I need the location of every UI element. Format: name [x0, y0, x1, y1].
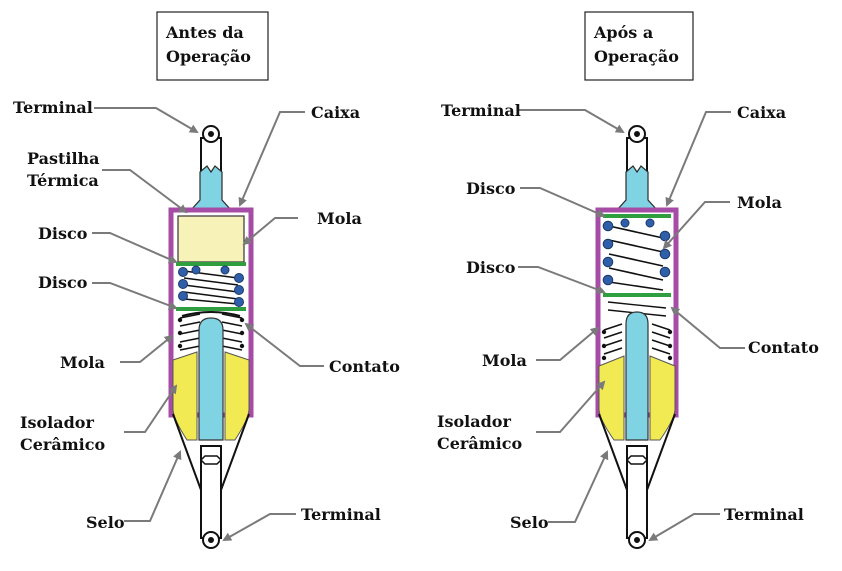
label-isolador-2-after: Cerâmico [437, 434, 522, 453]
title-after-line1: Após a [593, 23, 653, 42]
title-box-after [584, 11, 694, 81]
title-after-line2: Operação [594, 47, 679, 66]
label-disco-1-before: Disco [38, 224, 88, 243]
before-operation-diagram: Antes da Operação [13, 11, 400, 549]
label-terminal-bottom-after: Terminal [724, 505, 804, 524]
ceramic-insulator [172, 351, 250, 441]
label-caixa-before: Caixa [311, 103, 360, 122]
disc-lower [176, 307, 246, 311]
label-pastilha-2-before: Térmica [27, 171, 99, 190]
label-mola-left-after: Mola [482, 351, 527, 370]
label-contato-before: Contato [329, 357, 400, 376]
label-mola-right-before: Mola [317, 209, 362, 228]
label-mola-right-after: Mola [737, 193, 782, 212]
label-terminal-bottom-before: Terminal [301, 505, 381, 524]
seal [172, 413, 250, 491]
label-terminal-top-before: Terminal [13, 98, 93, 117]
terminal-bottom [199, 445, 223, 549]
spring-upper [183, 270, 239, 305]
label-selo-after: Selo [510, 513, 549, 532]
spring-lower-dots [601, 329, 673, 361]
ceramic-insulator [598, 355, 676, 441]
top-conductor [188, 165, 234, 212]
spring-upper [608, 225, 664, 291]
disc-upper [603, 214, 671, 218]
spring-lower [179, 311, 243, 351]
terminal-bottom [625, 445, 649, 549]
label-caixa-after: Caixa [737, 103, 786, 122]
leader-lines-before [92, 107, 324, 541]
label-pastilha-1-before: Pastilha [27, 149, 100, 168]
label-isolador-2-before: Cerâmico [20, 435, 105, 454]
label-disco-2-after: Disco [466, 258, 516, 277]
label-isolador-1-after: Isolador [437, 412, 511, 431]
after-operation-diagram: Após a Operação [437, 11, 819, 549]
leader-lines-after [518, 109, 745, 542]
spring-lower-dots [177, 317, 245, 349]
spring-upper-balls [178, 265, 244, 307]
label-disco-1-after: Disco [466, 179, 516, 198]
title-before-line2: Operação [166, 47, 251, 66]
title-before-line1: Antes da [165, 23, 244, 42]
center-conductor [198, 317, 224, 441]
label-isolador-1-before: Isolador [20, 413, 94, 432]
label-contato-after: Contato [748, 338, 819, 357]
label-selo-before: Selo [86, 513, 125, 532]
label-mola-left-before: Mola [60, 353, 105, 372]
thermal-pellet [177, 215, 245, 263]
spring-upper-balls [602, 218, 671, 286]
seal [598, 413, 676, 491]
disc-lower [603, 293, 671, 297]
title-box-before [156, 11, 269, 81]
disc-upper [176, 262, 246, 266]
label-disco-2-before: Disco [38, 273, 88, 292]
top-conductor [614, 165, 660, 212]
center-conductor [625, 311, 649, 441]
label-terminal-top-after: Terminal [441, 101, 521, 120]
